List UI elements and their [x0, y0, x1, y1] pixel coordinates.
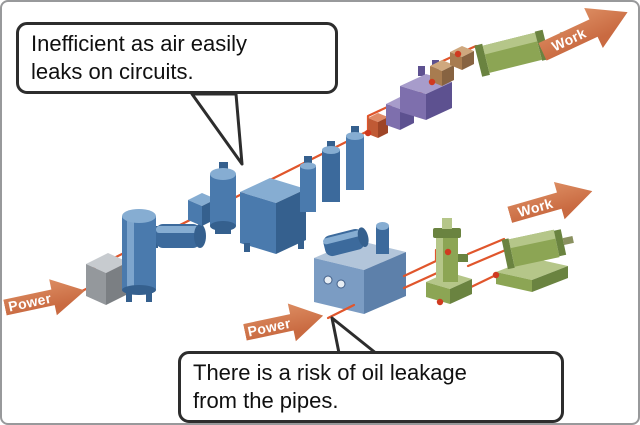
hydraulic-power-unit [314, 222, 406, 314]
pipe-junction-dots [364, 50, 500, 306]
hydraulic-control-valve [426, 218, 472, 304]
air-receiver-tank [122, 209, 156, 302]
compressor-gray-box [86, 253, 128, 305]
air-dryer-box [240, 178, 306, 254]
callout-oil-leak: There is a risk of oil leakage from the … [178, 351, 564, 423]
compressor-motor [150, 224, 206, 248]
callout-air-leak: Inefficient as air easily leaks on circu… [16, 22, 338, 95]
pipe-fittings [430, 46, 474, 86]
hydraulic-motor [496, 229, 574, 292]
filter-regulator-units [300, 126, 364, 212]
shutoff-valve [368, 113, 388, 138]
air-tank-dome [210, 162, 236, 234]
callout-tail-top [190, 92, 244, 166]
